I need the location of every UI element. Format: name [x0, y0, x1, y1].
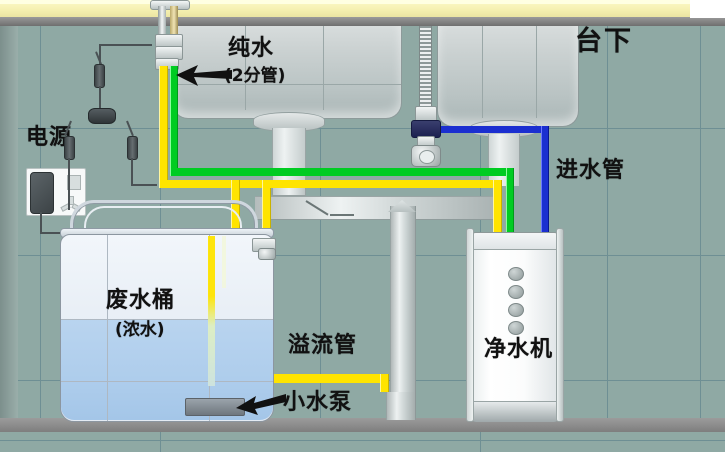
- tube-waste-to-purifier: [506, 168, 514, 232]
- braided-supply-hose: [419, 26, 432, 110]
- bucket-level-tube: [208, 236, 215, 386]
- purifier-indicator-4: [508, 321, 524, 335]
- cord-connector: [64, 136, 75, 160]
- power-cord: [40, 212, 42, 234]
- tube-overflow-to-drain: [380, 374, 389, 392]
- tile-line: [607, 26, 608, 446]
- bucket-inner-highlight: [222, 236, 226, 288]
- purifier-base: [471, 401, 559, 422]
- faucet-shank-b: [170, 6, 178, 38]
- label-waste-bucket-sub: (浓水): [115, 320, 165, 340]
- cord-tee-junction: [88, 108, 116, 124]
- faucet-shank-a: [158, 6, 166, 38]
- signal-cord: [68, 158, 70, 210]
- drain-standpipe-foot: [386, 392, 416, 420]
- tube-inlet-vertical: [541, 126, 549, 232]
- tile-line: [40, 26, 41, 446]
- arrow-small-pump: [236, 394, 286, 415]
- tile-line: [18, 128, 725, 129]
- purifier-indicator-3: [508, 303, 524, 317]
- tube-overflow-horizontal: [264, 374, 388, 383]
- drain-branch-line: [330, 214, 354, 216]
- label-under-counter: 台下: [575, 26, 633, 57]
- tile-line: [0, 440, 725, 441]
- tile-line: [320, 26, 321, 446]
- tile-line: [700, 26, 701, 446]
- signal-cord: [99, 44, 101, 66]
- bucket-handle: [70, 200, 258, 239]
- waste-bucket: [60, 234, 274, 422]
- tube-pure-water-run: [262, 180, 502, 188]
- valve-hex-nut: [411, 145, 441, 167]
- tube-pure-water-branch: [262, 180, 271, 250]
- power-adapter: [30, 172, 54, 214]
- label-pure-water: 纯水: [228, 36, 275, 61]
- countertop-edge: [0, 17, 725, 26]
- wall-left-edge: [0, 18, 18, 452]
- purifier-right-rail: [556, 228, 564, 422]
- label-waste-bucket: 废水桶: [106, 288, 176, 313]
- purifier-indicator-2: [508, 285, 524, 299]
- signal-cord: [131, 158, 133, 186]
- purifier-left-rail: [466, 228, 474, 422]
- tube-inlet-horizontal: [418, 126, 548, 133]
- countertop-highlight: [0, 0, 725, 4]
- bucket-outlet-nut: [258, 248, 276, 260]
- tile-line: [18, 255, 725, 256]
- signal-cord: [99, 86, 101, 110]
- arrow-pure-water: [176, 65, 232, 86]
- sink-drain-neck-left: [272, 128, 306, 186]
- label-small-pump: 小水泵: [283, 390, 353, 415]
- countertop-right-cap: [690, 0, 725, 18]
- floor-strip: [0, 432, 725, 452]
- water-purifier: 净水机: [470, 232, 560, 422]
- power-cord: [40, 232, 68, 234]
- drain-standpipe: [390, 206, 416, 418]
- cord-connector: [127, 136, 138, 160]
- tube-pure-water-horizontal: [159, 180, 299, 188]
- cord-connector: [94, 64, 105, 88]
- sink-drain-neck-right: [488, 134, 520, 186]
- drain-horizontal-pipe: [255, 196, 500, 220]
- bucket-handle-inner: [84, 206, 242, 234]
- label-pure-water-sub: (2分管): [224, 66, 286, 86]
- tile-line: [160, 432, 161, 452]
- tile-line: [480, 432, 481, 452]
- tube-waste-horizontal: [170, 168, 514, 176]
- label-overflow-pipe: 溢流管: [288, 333, 358, 358]
- signal-cord: [100, 44, 152, 46]
- signal-cord: [131, 184, 157, 186]
- sink-basin-right: [437, 26, 579, 127]
- tube-waste-vertical: [170, 66, 178, 172]
- purifier-indicator-1: [508, 267, 524, 281]
- label-power: 电源: [26, 125, 73, 150]
- tube-pure-water-to-purifier: [493, 180, 502, 232]
- label-inlet-pipe: 进水管: [556, 158, 626, 183]
- purifier-top-panel: [471, 233, 559, 250]
- tube-pure-water-vertical: [159, 66, 168, 188]
- label-purifier: 净水机: [484, 337, 554, 362]
